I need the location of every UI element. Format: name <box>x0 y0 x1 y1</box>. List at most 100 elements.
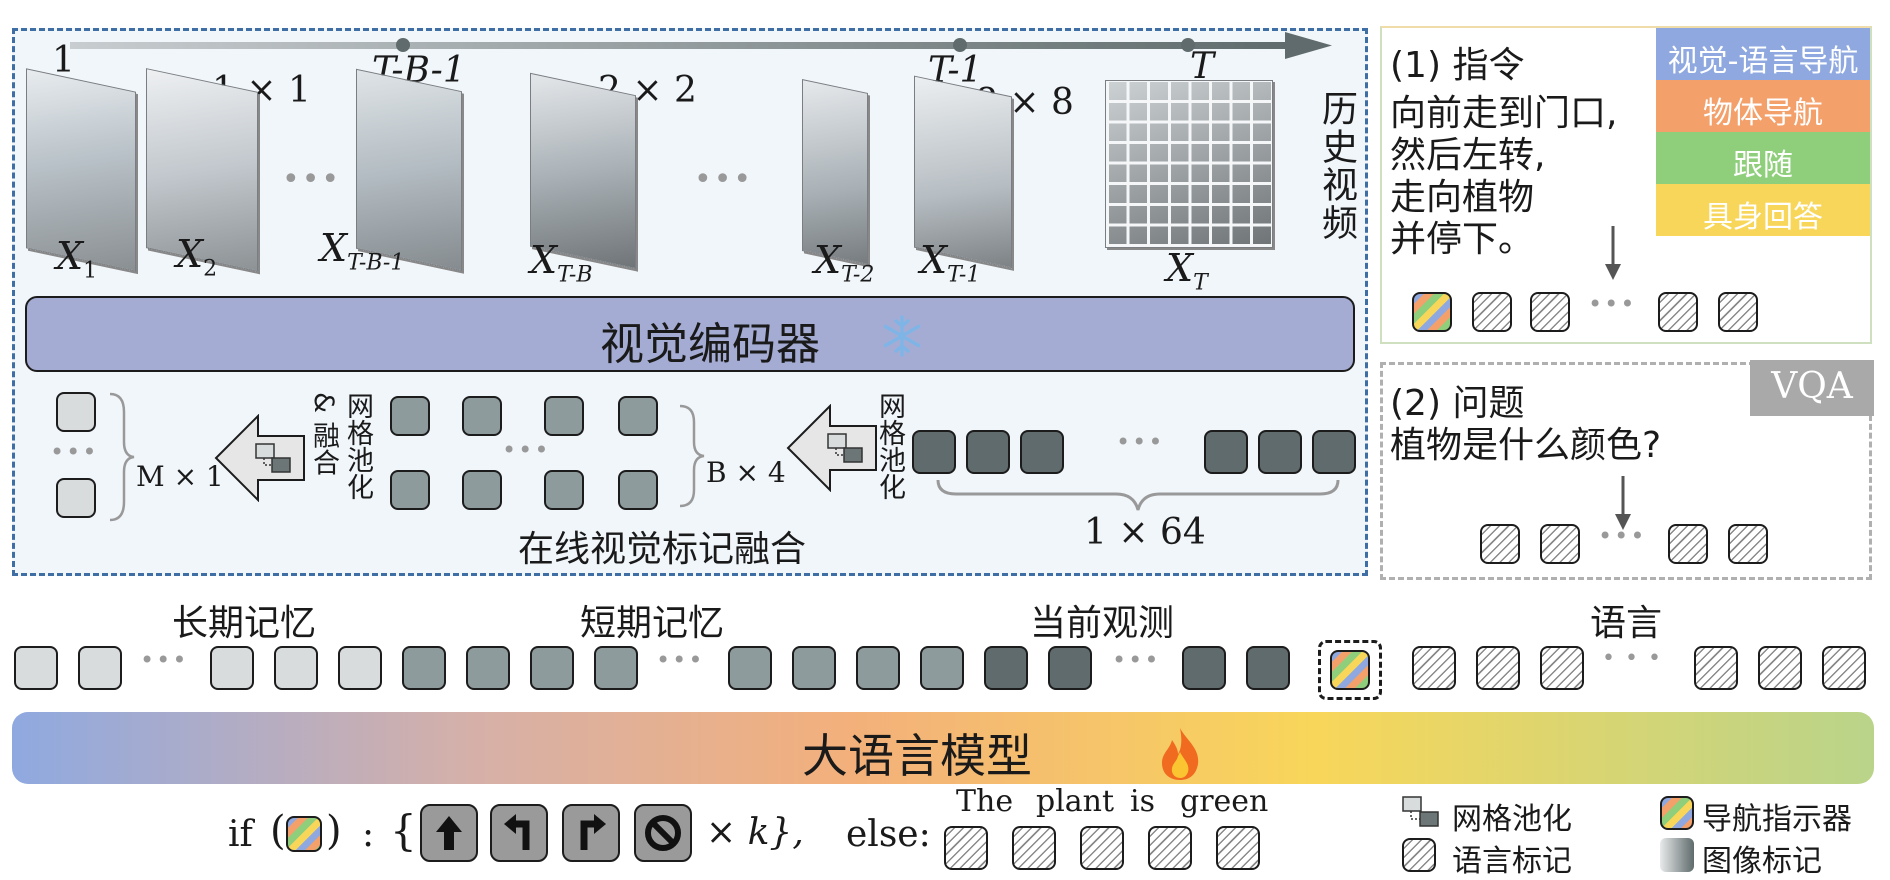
seq-token <box>14 646 58 690</box>
answer-token <box>1148 826 1192 870</box>
output-times-k: × k}, <box>706 812 804 853</box>
label-1x64: 1 × 64 <box>1084 512 1206 553</box>
nav-indicator-frame <box>1318 640 1382 700</box>
nav-indicator-legend-icon <box>1660 796 1694 830</box>
seq-token <box>984 646 1028 690</box>
label-m1: M × 1 <box>136 460 224 493</box>
seq-token <box>274 646 318 690</box>
question-panel <box>1380 362 1872 580</box>
llm-bar <box>12 712 1874 784</box>
short-ellipsis: ••• <box>502 436 551 464</box>
lang-token <box>1530 292 1570 332</box>
current-token <box>1258 430 1302 474</box>
stop-icon <box>645 815 681 851</box>
task-vln <box>1656 28 1870 80</box>
seq-lang-token <box>1540 646 1584 690</box>
seq-token <box>78 646 122 690</box>
seq-lang-token <box>1758 646 1802 690</box>
current-token <box>1020 430 1064 474</box>
answer-word: green <box>1180 784 1269 819</box>
seq-token <box>594 646 638 690</box>
action-turn-right <box>562 804 620 862</box>
turn-left-icon <box>504 814 530 850</box>
seq-lang-token <box>1694 646 1738 690</box>
lang-token <box>1668 524 1708 564</box>
task-follow <box>1656 132 1870 184</box>
answer-token <box>1012 826 1056 870</box>
instruction-line: 并停下。 <box>1390 219 1535 260</box>
short-token <box>544 396 584 436</box>
answer-token <box>944 826 988 870</box>
timeline-start: 1 <box>52 40 75 81</box>
short-token <box>618 396 658 436</box>
pool-arrow-left-2 <box>786 404 877 492</box>
question-header: (2) 问题 <box>1390 383 1525 424</box>
seq-ellipsis: ••• <box>656 646 705 674</box>
label-xt: XT <box>1166 246 1208 296</box>
turn-right-icon <box>580 814 606 850</box>
task-eqa <box>1656 184 1870 236</box>
instruction-header: (1) 指令 <box>1390 45 1525 86</box>
current-token <box>1312 430 1356 474</box>
mem-token <box>56 392 96 432</box>
short-token <box>462 470 502 510</box>
short-token <box>390 470 430 510</box>
fire-icon <box>1162 728 1199 780</box>
answer-word: is <box>1130 784 1155 819</box>
seq-current-obs: 当前观测 <box>1030 603 1175 644</box>
seq-token <box>338 646 382 690</box>
question-ellipsis: ••• <box>1598 522 1647 550</box>
pool-arrow-left-1 <box>214 414 305 502</box>
short-token <box>618 470 658 510</box>
output-brace-open: { <box>390 806 417 855</box>
seq-token <box>1182 646 1226 690</box>
output-else: else: <box>846 814 931 855</box>
answer-word: plant <box>1036 784 1115 819</box>
seq-token <box>856 646 900 690</box>
label-xt1: XT-1 <box>920 238 981 288</box>
frames-ellipsis-1: ••• <box>282 162 342 197</box>
snowflake-icon <box>883 315 921 357</box>
seq-ellipsis: ••• <box>1602 646 1671 671</box>
answer-word: The <box>956 784 1014 819</box>
instr-ellipsis: ••• <box>1588 290 1637 318</box>
seq-long-memory: 长期记忆 <box>172 603 317 644</box>
lang-token <box>1728 524 1768 564</box>
seq-token <box>1246 646 1290 690</box>
output-colon: : <box>362 814 375 855</box>
timeline-arrow <box>70 32 1332 59</box>
question-text: 植物是什么颜色? <box>1390 425 1662 466</box>
lang-token <box>1658 292 1698 332</box>
instruction-line: 走向植物 <box>1390 177 1535 218</box>
llm-label: 大语言模型 <box>802 729 1032 783</box>
label-x1: X1 <box>56 234 98 284</box>
output-paren-close: ) <box>326 808 342 854</box>
seq-lang-token <box>1412 646 1456 690</box>
visual-encoder-bar <box>25 296 1355 372</box>
task-objnav <box>1656 80 1870 132</box>
seq-ellipsis: ••• <box>140 646 189 674</box>
nav-indicator-token <box>1330 650 1370 690</box>
fusion-caption: 在线视觉标记融合 <box>518 529 807 570</box>
vqa-badge-label: VQA <box>1771 366 1853 407</box>
grid-pool-legend-icon <box>1402 796 1439 827</box>
legend-grid-pool: 网格池化 <box>1452 802 1572 837</box>
answer-token <box>1080 826 1124 870</box>
down-arrow-2 <box>1615 476 1631 530</box>
lang-token <box>1472 292 1512 332</box>
pool-label: 网格池化 <box>874 392 905 500</box>
current-token <box>966 430 1010 474</box>
image-token-legend-icon <box>1660 838 1694 872</box>
legend-lang-token: 语言标记 <box>1452 844 1572 879</box>
seq-token <box>728 646 772 690</box>
seq-language: 语言 <box>1590 603 1663 644</box>
label-b4: B × 4 <box>706 456 786 489</box>
label-xtb1: XT-B-1 <box>320 226 405 276</box>
short-token <box>544 470 584 510</box>
output-paren-open: ( <box>270 808 286 854</box>
seq-token <box>530 646 574 690</box>
vqa-badge <box>1750 360 1874 416</box>
label-xtb: XT-B <box>530 238 593 288</box>
instruction-panel <box>1380 26 1872 344</box>
seq-short-memory: 短期记忆 <box>580 603 725 644</box>
